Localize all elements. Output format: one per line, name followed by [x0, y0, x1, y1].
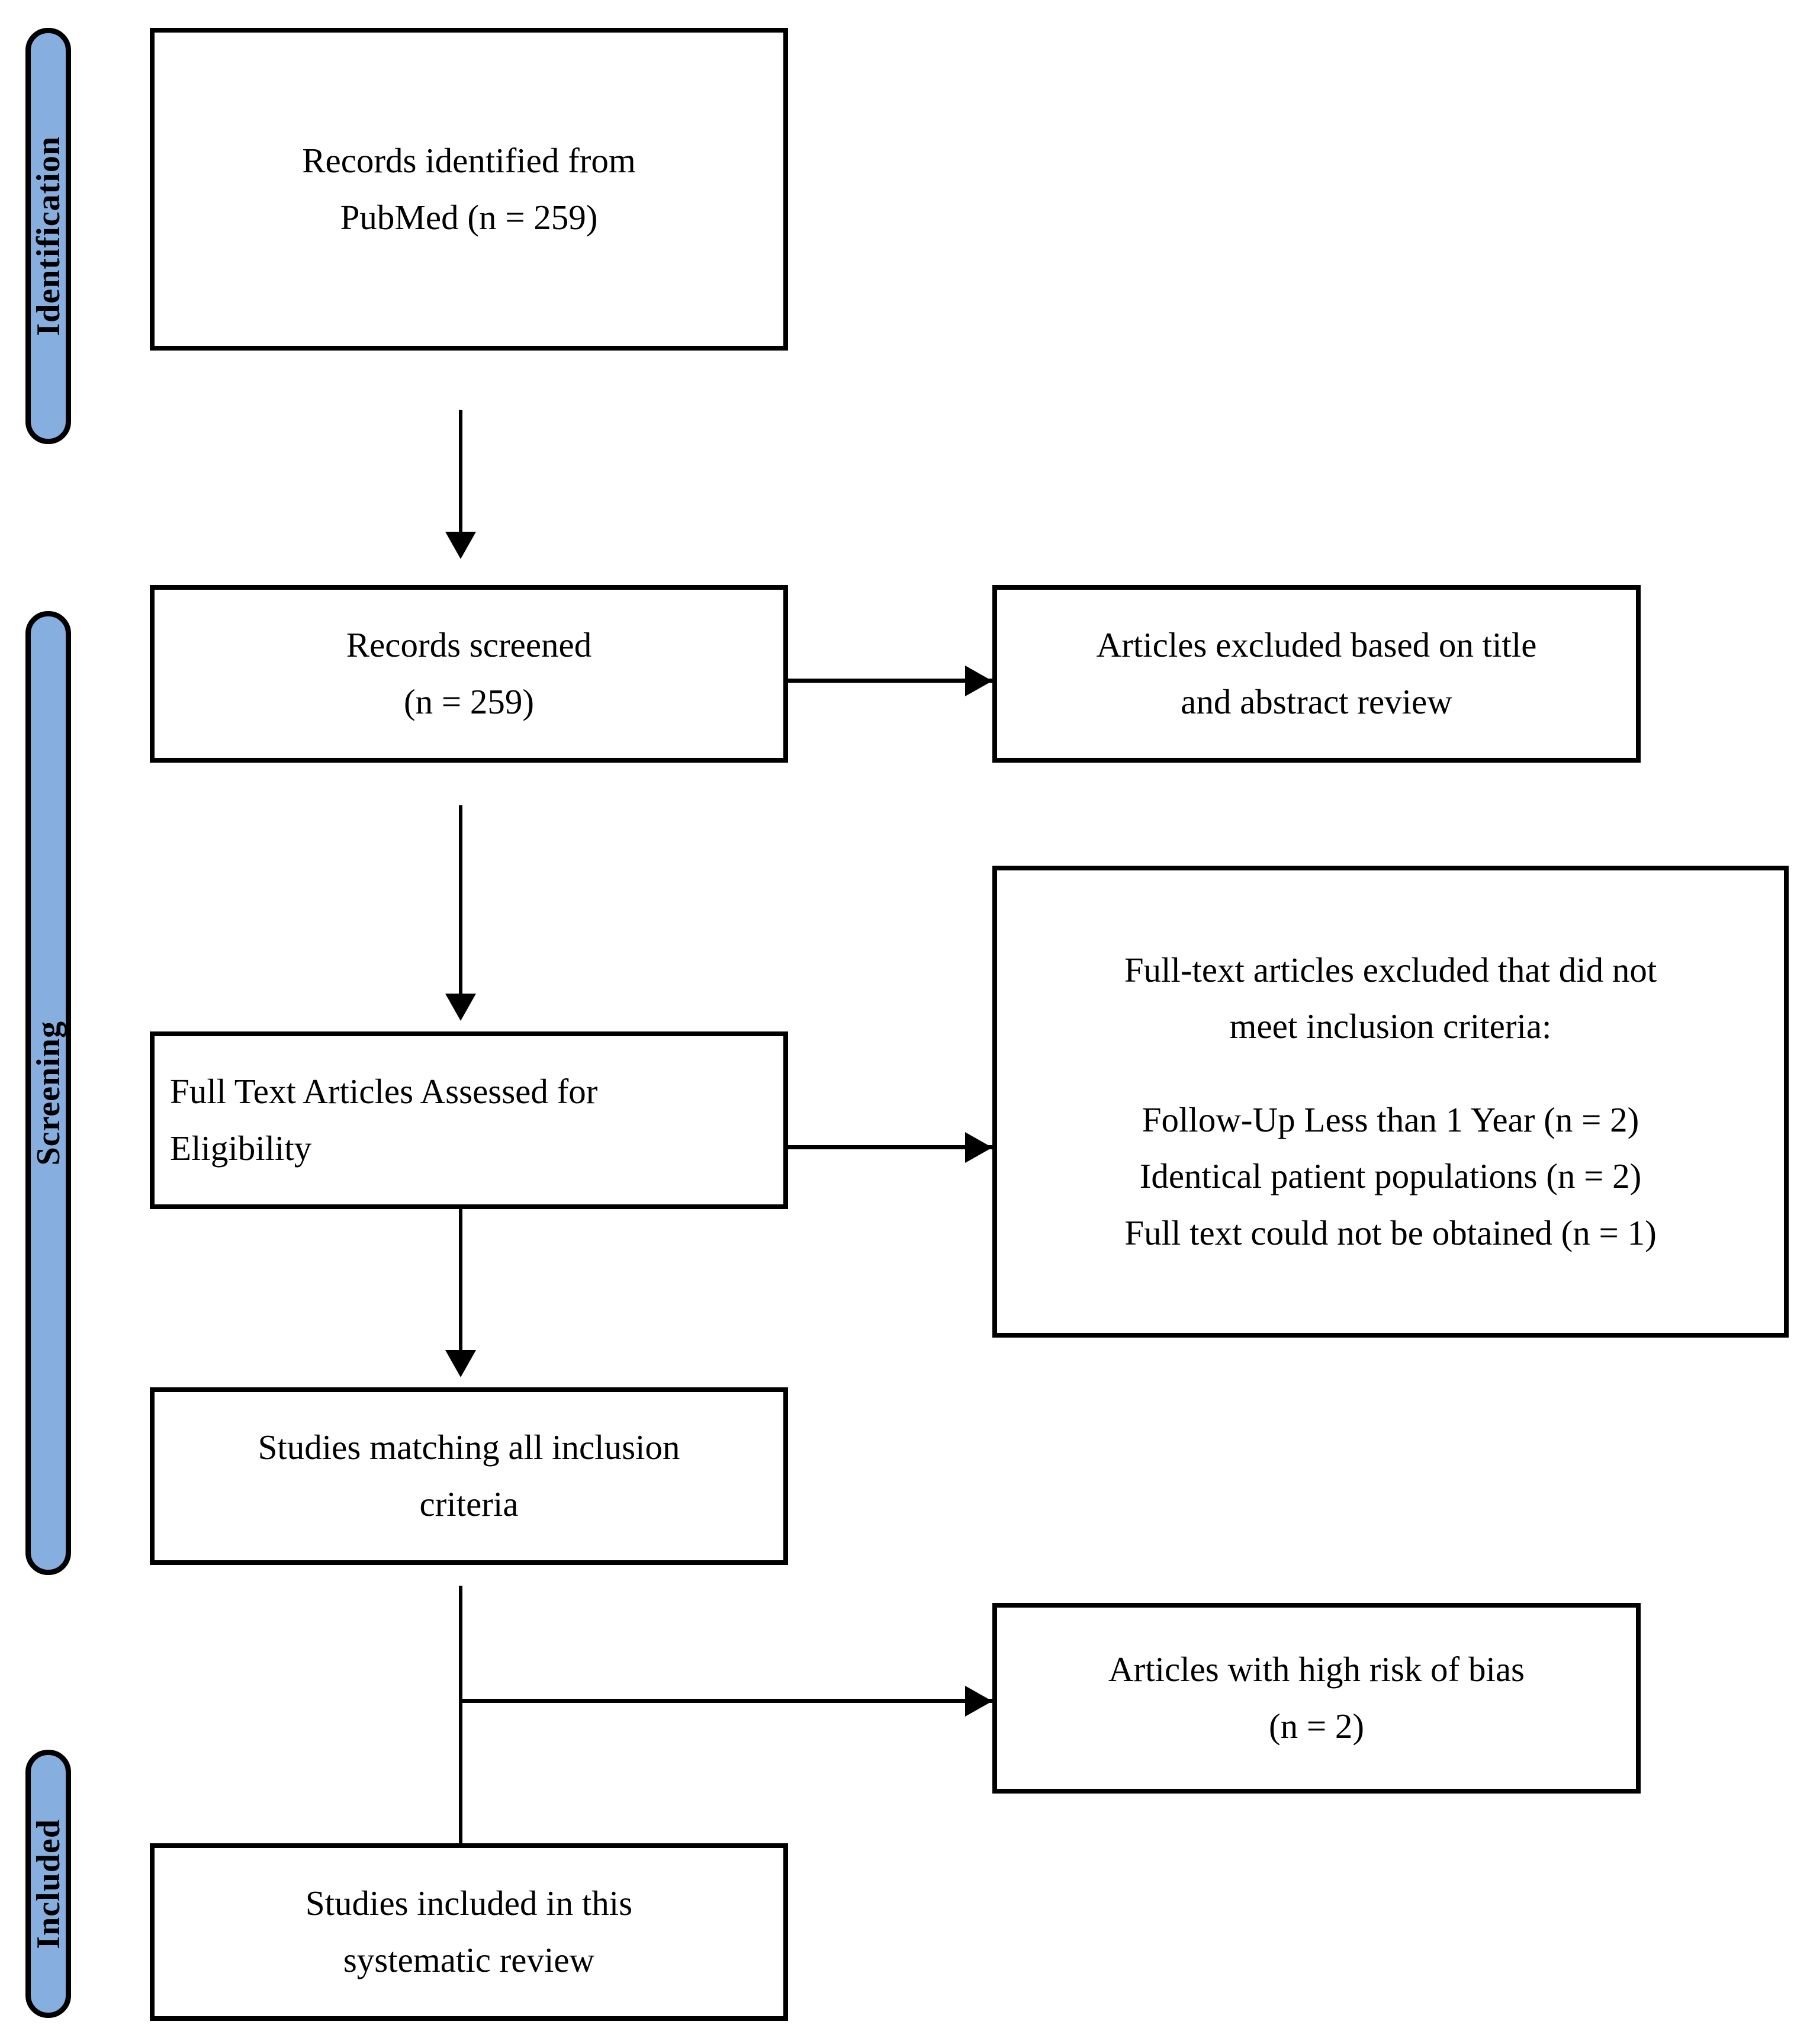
- stage-bar-included: Included: [25, 1750, 71, 2018]
- box-records-identified-line-1: Records identified from: [302, 140, 636, 180]
- stage-label-identification: Identification: [30, 136, 67, 336]
- stage-label-included: Included: [30, 1818, 67, 1949]
- box-articles-excluded-title-abstract-line-1: Articles excluded based on title: [1096, 625, 1537, 665]
- box-articles-excluded-title-abstract: Articles excluded based on title and abs…: [992, 585, 1641, 763]
- box-studies-included-line-1: Studies included in this: [305, 1884, 633, 1923]
- box-full-text-excluded-reason-1: Follow-Up Less than 1 Year (n = 2): [1142, 1100, 1639, 1139]
- connector-fulltext-to-excluded-criteria: [788, 1145, 992, 1149]
- connector-identified-to-screened: [459, 410, 462, 533]
- arrowhead-fulltext-to-excluded-criteria: [965, 1132, 992, 1163]
- box-studies-included-line-2: systematic review: [343, 1940, 595, 1979]
- box-records-identified: Records identified from PubMed (n = 259): [150, 28, 788, 351]
- arrowhead-fulltext-to-studies-matching: [445, 1350, 476, 1377]
- box-records-screened: Records screened (n = 259): [150, 585, 788, 763]
- box-full-text-assessed: Full Text Articles Assessed for Eligibil…: [150, 1031, 788, 1209]
- box-studies-matching-line-2: criteria: [419, 1484, 519, 1524]
- box-high-risk-bias-line-2: (n = 2): [1268, 1706, 1365, 1746]
- box-high-risk-bias: Articles with high risk of bias (n = 2): [992, 1603, 1641, 1794]
- stage-label-screening: Screening: [30, 1020, 67, 1166]
- box-full-text-assessed-line-2: Eligibility: [170, 1129, 312, 1168]
- arrowhead-screened-to-fulltext: [445, 994, 476, 1021]
- stage-bar-identification: Identification: [25, 28, 71, 444]
- connector-fulltext-to-studies-matching: [459, 1209, 462, 1351]
- box-studies-included: Studies included in this systematic revi…: [150, 1843, 788, 2021]
- box-high-risk-bias-line-1: Articles with high risk of bias: [1108, 1650, 1525, 1689]
- box-full-text-excluded-reason-2: Identical patient populations (n = 2): [1139, 1156, 1642, 1196]
- connector-studies-matching-to-high-risk-bias: [459, 1699, 992, 1703]
- stage-bar-screening: Screening: [25, 611, 71, 1575]
- box-full-text-excluded: Full-text articles excluded that did not…: [992, 866, 1789, 1338]
- box-full-text-excluded-line-2: meet inclusion criteria:: [1229, 1007, 1552, 1046]
- box-articles-excluded-title-abstract-line-2: and abstract review: [1181, 682, 1452, 721]
- connector-studies-matching-to-included: [459, 1586, 462, 1917]
- arrowhead-identified-to-screened: [445, 532, 476, 559]
- box-records-screened-line-2: (n = 259): [403, 682, 535, 721]
- connector-screened-to-fulltext: [459, 805, 462, 995]
- box-studies-matching: Studies matching all inclusion criteria: [150, 1387, 788, 1565]
- box-records-identified-line-2: PubMed (n = 259): [340, 197, 598, 237]
- arrowhead-screened-to-excluded-title: [965, 666, 992, 696]
- box-studies-matching-line-1: Studies matching all inclusion: [258, 1428, 680, 1467]
- arrowhead-studies-matching-to-high-risk-bias: [965, 1686, 992, 1717]
- box-full-text-assessed-line-1: Full Text Articles Assessed for: [170, 1072, 598, 1111]
- box-full-text-excluded-line-1: Full-text articles excluded that did not: [1124, 950, 1657, 989]
- box-full-text-excluded-reason-3: Full text could not be obtained (n = 1): [1124, 1213, 1657, 1252]
- box-records-screened-line-1: Records screened: [346, 625, 592, 665]
- connector-screened-to-excluded-title: [788, 679, 992, 683]
